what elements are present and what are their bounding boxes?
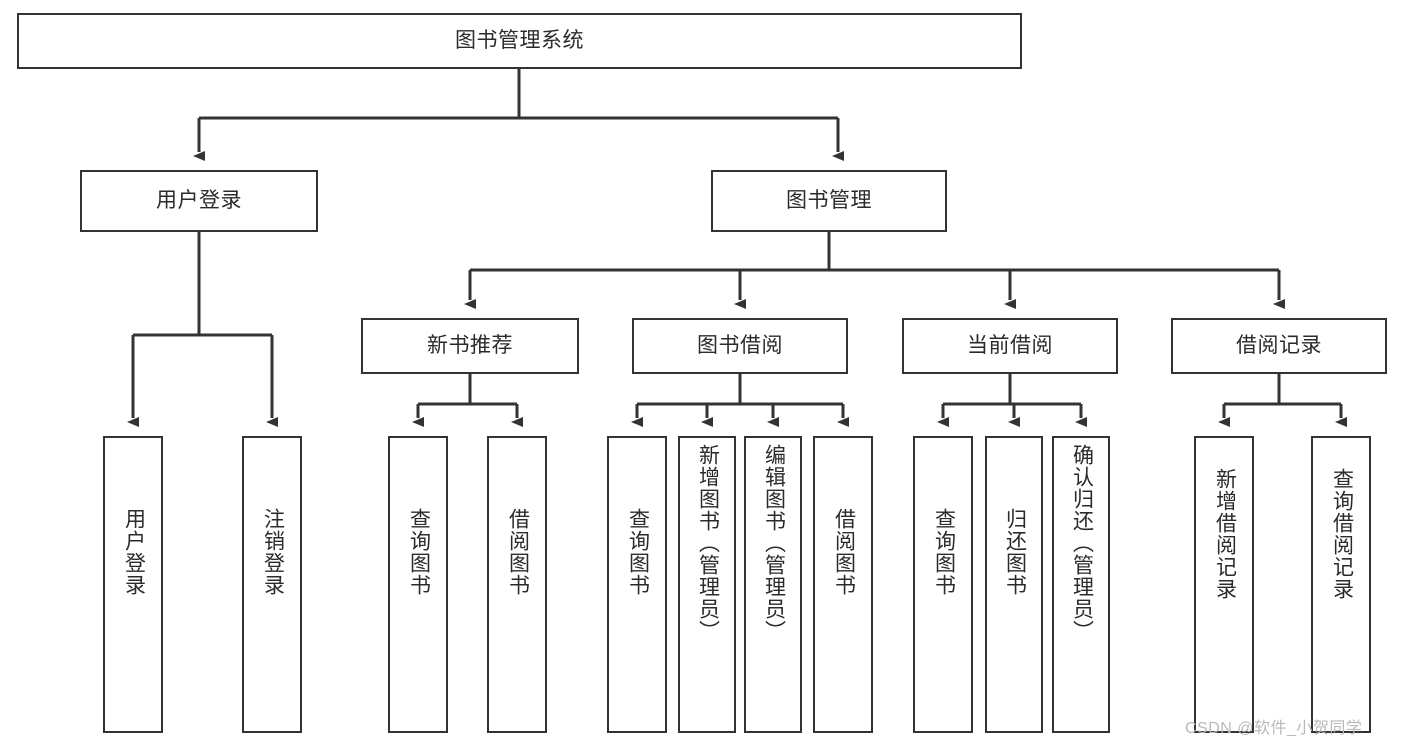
node-leaf-query-book-borrow-label: 查询图书: [626, 508, 650, 596]
node-leaf-query-borrow-record[interactable]: 查询借阅记录: [1311, 436, 1371, 733]
node-leaf-edit-book-label: 编辑图书（管理员）: [762, 444, 786, 642]
node-leaf-add-book-label: 新增图书（管理员）: [696, 444, 720, 642]
node-borrow-record-label: 借阅记录: [1236, 333, 1322, 357]
node-user-login[interactable]: 用户登录: [80, 170, 318, 232]
node-leaf-add-borrow-record-label: 新增借阅记录: [1213, 468, 1237, 600]
node-leaf-confirm-return-label: 确认归还（管理员）: [1070, 444, 1094, 642]
node-current-borrow[interactable]: 当前借阅: [902, 318, 1118, 374]
node-user-login-label: 用户登录: [156, 188, 242, 212]
node-leaf-borrow-book-recommend[interactable]: 借阅图书: [487, 436, 547, 733]
node-new-book-recommend-label: 新书推荐: [427, 333, 513, 357]
node-leaf-query-book-borrow[interactable]: 查询图书: [607, 436, 667, 733]
node-leaf-user-login[interactable]: 用户登录: [103, 436, 163, 733]
node-leaf-user-login-label: 用户登录: [122, 508, 146, 596]
node-leaf-borrow-book-recommend-label: 借阅图书: [506, 508, 530, 596]
node-leaf-query-book-recommend-label: 查询图书: [407, 508, 431, 596]
node-leaf-return-book[interactable]: 归还图书: [985, 436, 1043, 733]
node-borrow-record[interactable]: 借阅记录: [1171, 318, 1387, 374]
node-leaf-return-book-label: 归还图书: [1003, 508, 1027, 596]
node-leaf-confirm-return[interactable]: 确认归还（管理员）: [1052, 436, 1110, 733]
node-new-book-recommend[interactable]: 新书推荐: [361, 318, 579, 374]
node-book-borrow[interactable]: 图书借阅: [632, 318, 848, 374]
node-leaf-user-logout[interactable]: 注销登录: [242, 436, 302, 733]
node-leaf-borrow-book[interactable]: 借阅图书: [813, 436, 873, 733]
node-leaf-add-book[interactable]: 新增图书（管理员）: [678, 436, 736, 733]
node-current-borrow-label: 当前借阅: [967, 333, 1053, 357]
node-leaf-query-book-current[interactable]: 查询图书: [913, 436, 973, 733]
node-book-management-label: 图书管理: [786, 188, 872, 212]
node-leaf-borrow-book-label: 借阅图书: [832, 508, 856, 596]
node-leaf-query-book-current-label: 查询图书: [932, 508, 956, 596]
node-root-label: 图书管理系统: [455, 28, 584, 52]
node-root[interactable]: 图书管理系统: [17, 13, 1022, 69]
node-leaf-user-logout-label: 注销登录: [261, 508, 285, 596]
node-leaf-query-book-recommend[interactable]: 查询图书: [388, 436, 448, 733]
node-leaf-edit-book[interactable]: 编辑图书（管理员）: [744, 436, 802, 733]
node-book-borrow-label: 图书借阅: [697, 333, 783, 357]
node-leaf-add-borrow-record[interactable]: 新增借阅记录: [1194, 436, 1254, 733]
csdn-watermark: CSDN @软件_小贺同学: [1185, 720, 1363, 737]
node-book-management[interactable]: 图书管理: [711, 170, 947, 232]
node-leaf-query-borrow-record-label: 查询借阅记录: [1330, 468, 1354, 600]
